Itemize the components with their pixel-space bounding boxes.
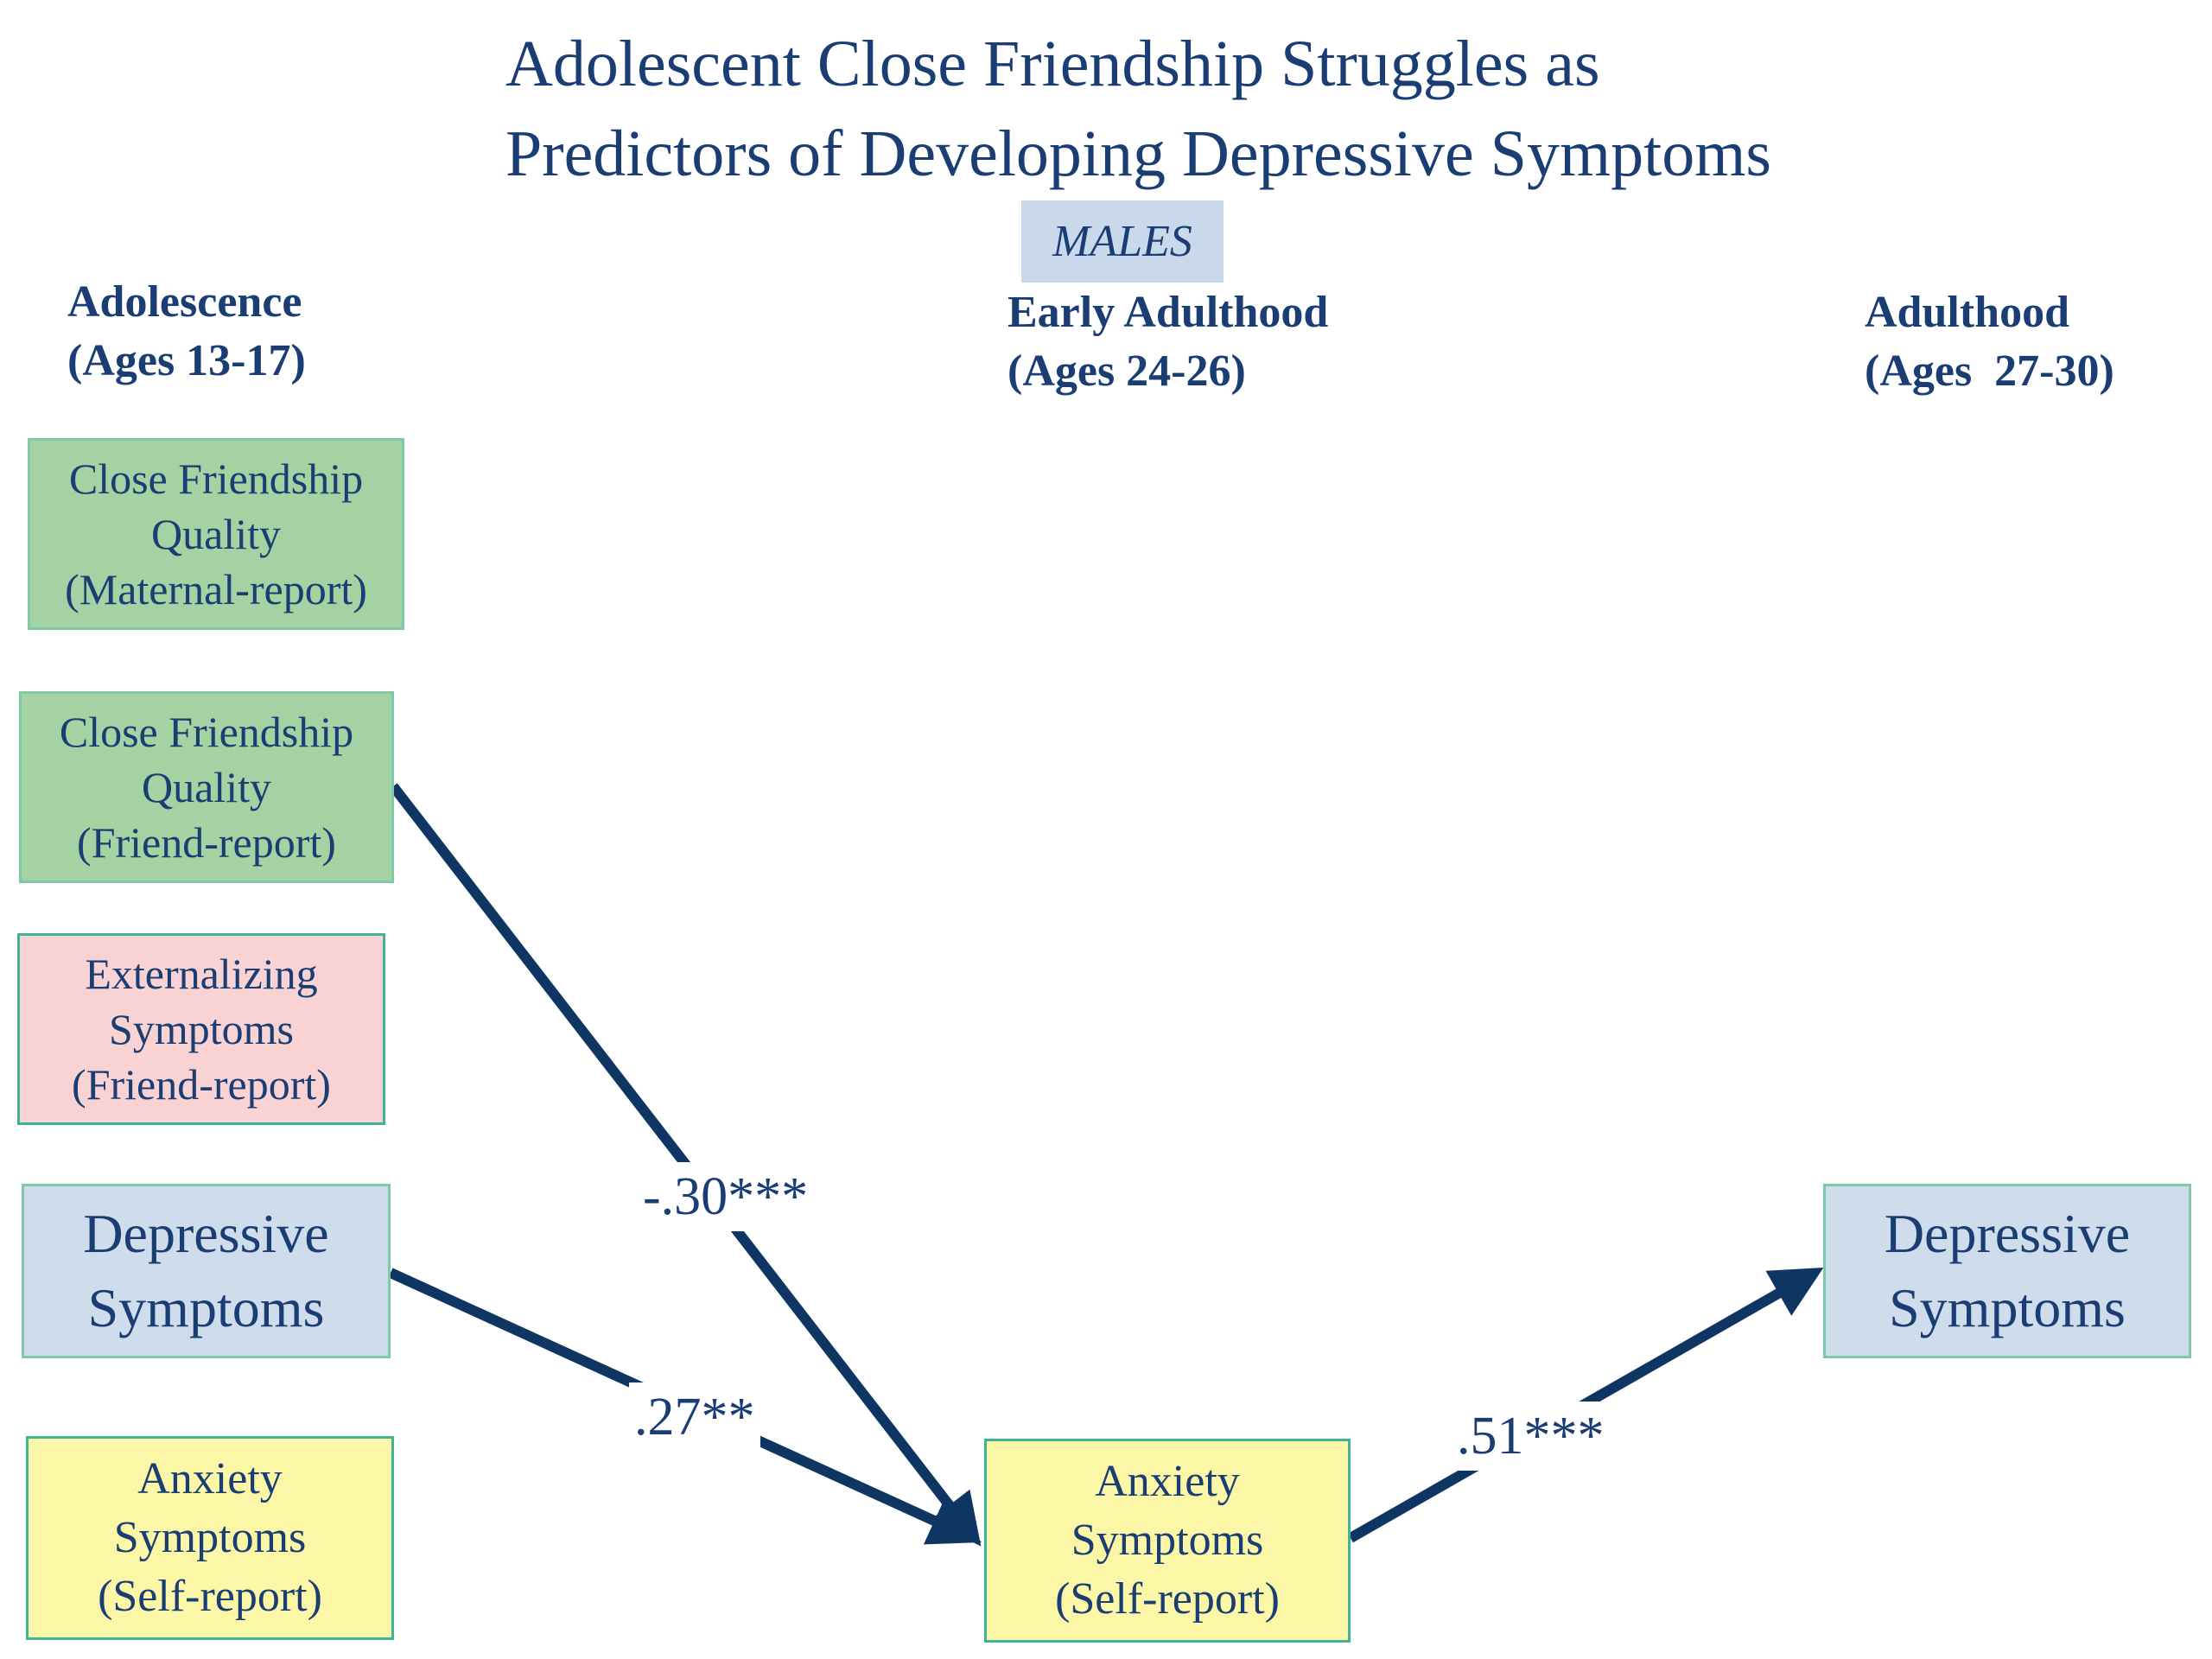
node-line: Close Friendship <box>68 454 364 503</box>
node-line: (Friend-report) <box>72 1060 331 1109</box>
group-badge-males: MALES <box>1021 200 1224 283</box>
column-header-adolescence: Adolescence (Ages 13-17) <box>67 277 306 385</box>
node-line: Symptoms <box>1889 1277 2126 1338</box>
node-line: Close Friendship <box>59 708 354 756</box>
node-anxiety-symptoms-early-adulthood: Anxiety Symptoms (Self-report) <box>984 1439 1351 1643</box>
node-close-friendship-quality-maternal: Close Friendship Quality (Maternal-repor… <box>28 438 404 630</box>
path-coefficient-friend-to-anxiety: -.30*** <box>638 1162 814 1231</box>
node-line: (Self-report) <box>1055 1574 1280 1624</box>
node-line: Depressive <box>1884 1203 2131 1264</box>
node-close-friendship-quality-friend: Close Friendship Quality (Friend-report) <box>19 691 394 883</box>
node-anxiety-symptoms-adolescence: Anxiety Symptoms (Self-report) <box>26 1436 394 1640</box>
node-line: (Friend-report) <box>77 818 336 867</box>
column-header-adulthood: Adulthood (Ages 27-30) <box>1865 288 2114 396</box>
node-line: Anxiety <box>137 1454 283 1503</box>
node-depressive-symptoms-adulthood: Depressive Symptoms <box>1823 1184 2191 1358</box>
node-line: Depressive <box>83 1203 329 1264</box>
node-line: Anxiety <box>1095 1457 1240 1506</box>
column-header-early-adulthood: Early Adulthood (Ages 24-26) <box>1007 288 1329 396</box>
path-coefficient-anxiety-to-depressive: .51*** <box>1452 1402 1610 1471</box>
node-line: Quality <box>151 510 281 558</box>
node-line: Symptoms <box>113 1513 307 1562</box>
node-line: Symptoms <box>1071 1516 1264 1565</box>
node-line: (Maternal-report) <box>65 565 367 613</box>
node-line: Externalizing <box>85 950 318 998</box>
path-coefficient-depressive-to-anxiety: .27** <box>629 1382 760 1452</box>
node-line: (Self-report) <box>98 1572 322 1621</box>
diagram-title: Adolescent Close Friendship Struggles as… <box>505 19 2061 199</box>
node-line: Symptoms <box>109 1005 294 1053</box>
node-externalizing-symptoms: Externalizing Symptoms (Friend-report) <box>17 933 385 1125</box>
title-line-1: Adolescent Close Friendship Struggles as <box>505 28 1600 100</box>
node-depressive-symptoms-adolescence: Depressive Symptoms <box>22 1184 391 1358</box>
node-line: Quality <box>142 763 271 811</box>
title-line-2: Predictors of Developing Depressive Symp… <box>505 118 1771 190</box>
node-line: Symptoms <box>87 1277 325 1338</box>
